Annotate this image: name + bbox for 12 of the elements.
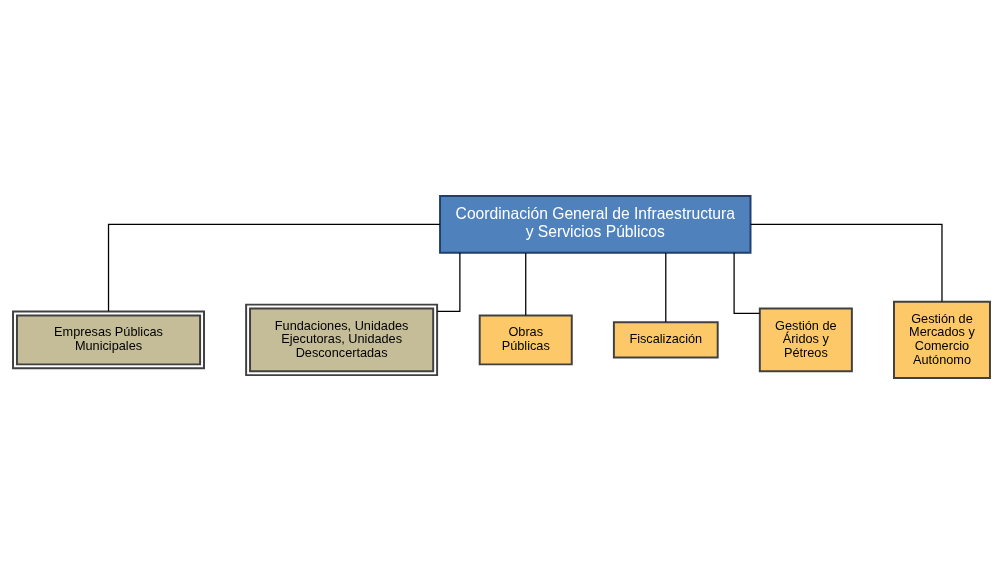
node-box: Gestión de Áridos y Pétreos [758,307,853,372]
node-box: Coordinación General de Infraestructura y Servicios Públicos [439,194,752,254]
connector [733,251,761,314]
connector [525,251,527,316]
connector [107,223,441,312]
node-box: Fundaciones, Unidades Ejecutoras, Unidades Desconcertadas [245,303,439,376]
connector [665,251,667,323]
node-box: Gestión de Mercados y Comercio Autónomo [893,300,991,379]
connector [750,223,943,302]
node-box: Fiscalización [612,320,719,358]
node-box: Obras Públicas [478,313,573,365]
connector [436,251,461,312]
